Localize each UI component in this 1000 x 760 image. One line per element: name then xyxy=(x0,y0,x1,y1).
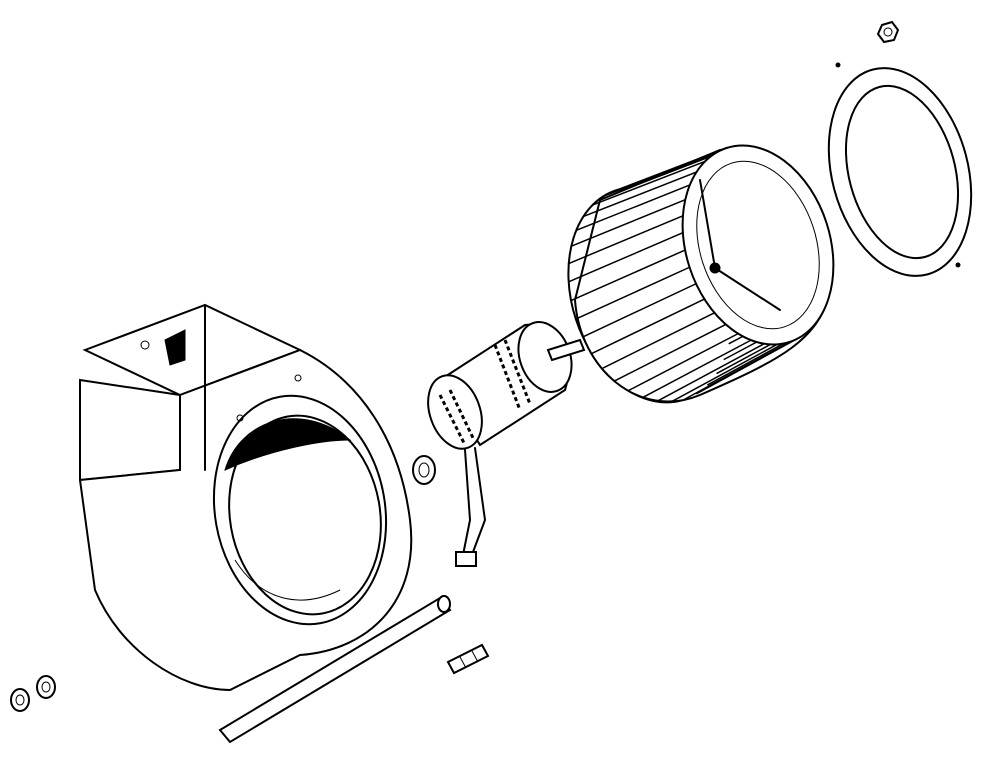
wheel-blade xyxy=(568,232,684,283)
wheel-blade xyxy=(695,336,802,395)
wheel-blade xyxy=(582,283,697,338)
wheel-blade xyxy=(614,323,727,382)
mounting-ring xyxy=(827,62,973,277)
wheel-blade xyxy=(683,341,790,401)
wheel-blade xyxy=(571,198,686,247)
blower-housing xyxy=(78,303,413,692)
grommet xyxy=(412,455,436,485)
nut xyxy=(876,20,900,44)
wheel-blade xyxy=(568,215,684,265)
wheel-blade xyxy=(575,266,690,320)
wheel-blade xyxy=(603,152,716,197)
wheel-blade xyxy=(628,332,739,392)
wheel-blade xyxy=(583,171,697,218)
wheel-blade xyxy=(570,249,686,302)
wheel-blade xyxy=(591,298,705,355)
wheel-blade xyxy=(575,184,691,232)
mounting-rod xyxy=(218,595,452,744)
wheel-blade xyxy=(602,312,715,369)
blower-wheel xyxy=(567,144,835,404)
wheel-blade xyxy=(615,147,727,192)
wheel-blade xyxy=(641,339,752,399)
blower-motor xyxy=(427,321,586,567)
wheel-blade xyxy=(670,343,778,403)
wheel-blade xyxy=(656,343,765,403)
wheel-blade xyxy=(592,160,706,206)
clip xyxy=(446,643,490,675)
washers xyxy=(10,675,56,712)
